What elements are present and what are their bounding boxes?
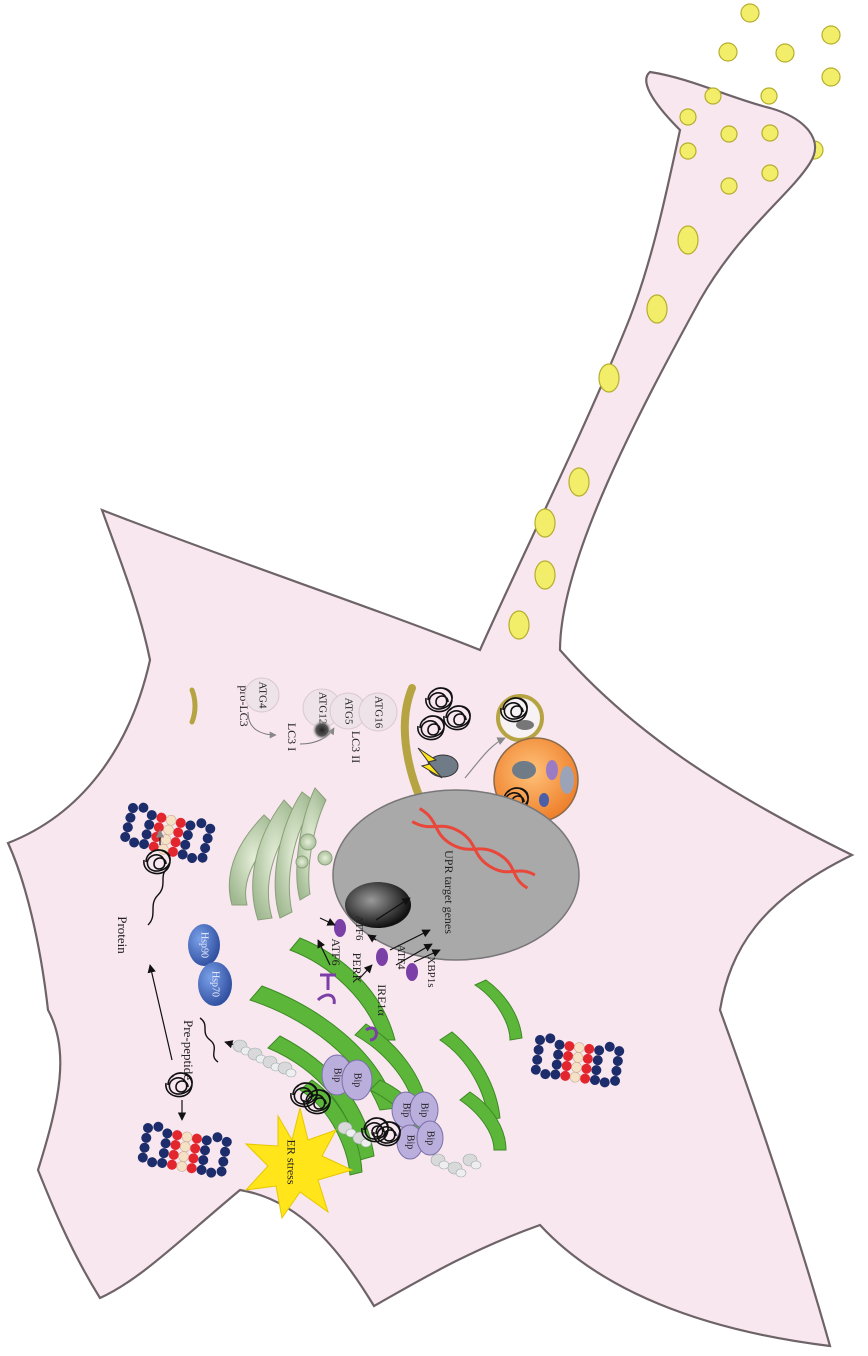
bip-label-3: Bip bbox=[401, 1103, 412, 1117]
hsp70-label: Hsp70 bbox=[210, 971, 221, 997]
hsp90-label: Hsp90 bbox=[199, 932, 210, 958]
nucleus: UPR target genes bbox=[333, 790, 579, 960]
ire1a-label: IRE1α bbox=[375, 984, 389, 1016]
pre-peptide-label: Pre-peptide bbox=[181, 1020, 196, 1080]
protein-label: Protein bbox=[115, 916, 130, 954]
lc3-ii-label: LC3 II bbox=[349, 731, 363, 763]
lc3-dot-icon bbox=[312, 720, 332, 740]
autophagosome bbox=[498, 696, 542, 740]
er-stress-label: ER stress bbox=[284, 1140, 298, 1185]
bip-label-2: Bip bbox=[352, 1073, 363, 1087]
bip-label-6: Bip bbox=[425, 1131, 436, 1145]
bip-label-5: Bip bbox=[405, 1135, 416, 1149]
atf4-factor-icon bbox=[376, 948, 388, 966]
xbp1s-label: XBP1s bbox=[425, 956, 437, 987]
lc3-i-label: LC3 I bbox=[285, 723, 299, 751]
atg16-label: ATG16 bbox=[372, 696, 384, 729]
xbp1s-factor-icon bbox=[406, 963, 418, 981]
bip-label-1: Bip bbox=[332, 1068, 343, 1082]
atf6-factor-icon bbox=[334, 919, 346, 937]
atg12-label: ATG12 bbox=[316, 692, 328, 724]
atg5-label: ATG5 bbox=[342, 698, 354, 725]
atf4-label: ATF4 bbox=[395, 944, 407, 970]
upr-target-genes-label: UPR target genes bbox=[442, 850, 456, 934]
atf6-label-sensor: ATF6 bbox=[329, 938, 343, 965]
perk-label: PERK bbox=[350, 953, 364, 984]
bip-label-4: Bip bbox=[419, 1103, 430, 1117]
atg4-label: ATG4 bbox=[256, 682, 268, 709]
atf6-label-factor: ATF6 bbox=[353, 915, 365, 941]
